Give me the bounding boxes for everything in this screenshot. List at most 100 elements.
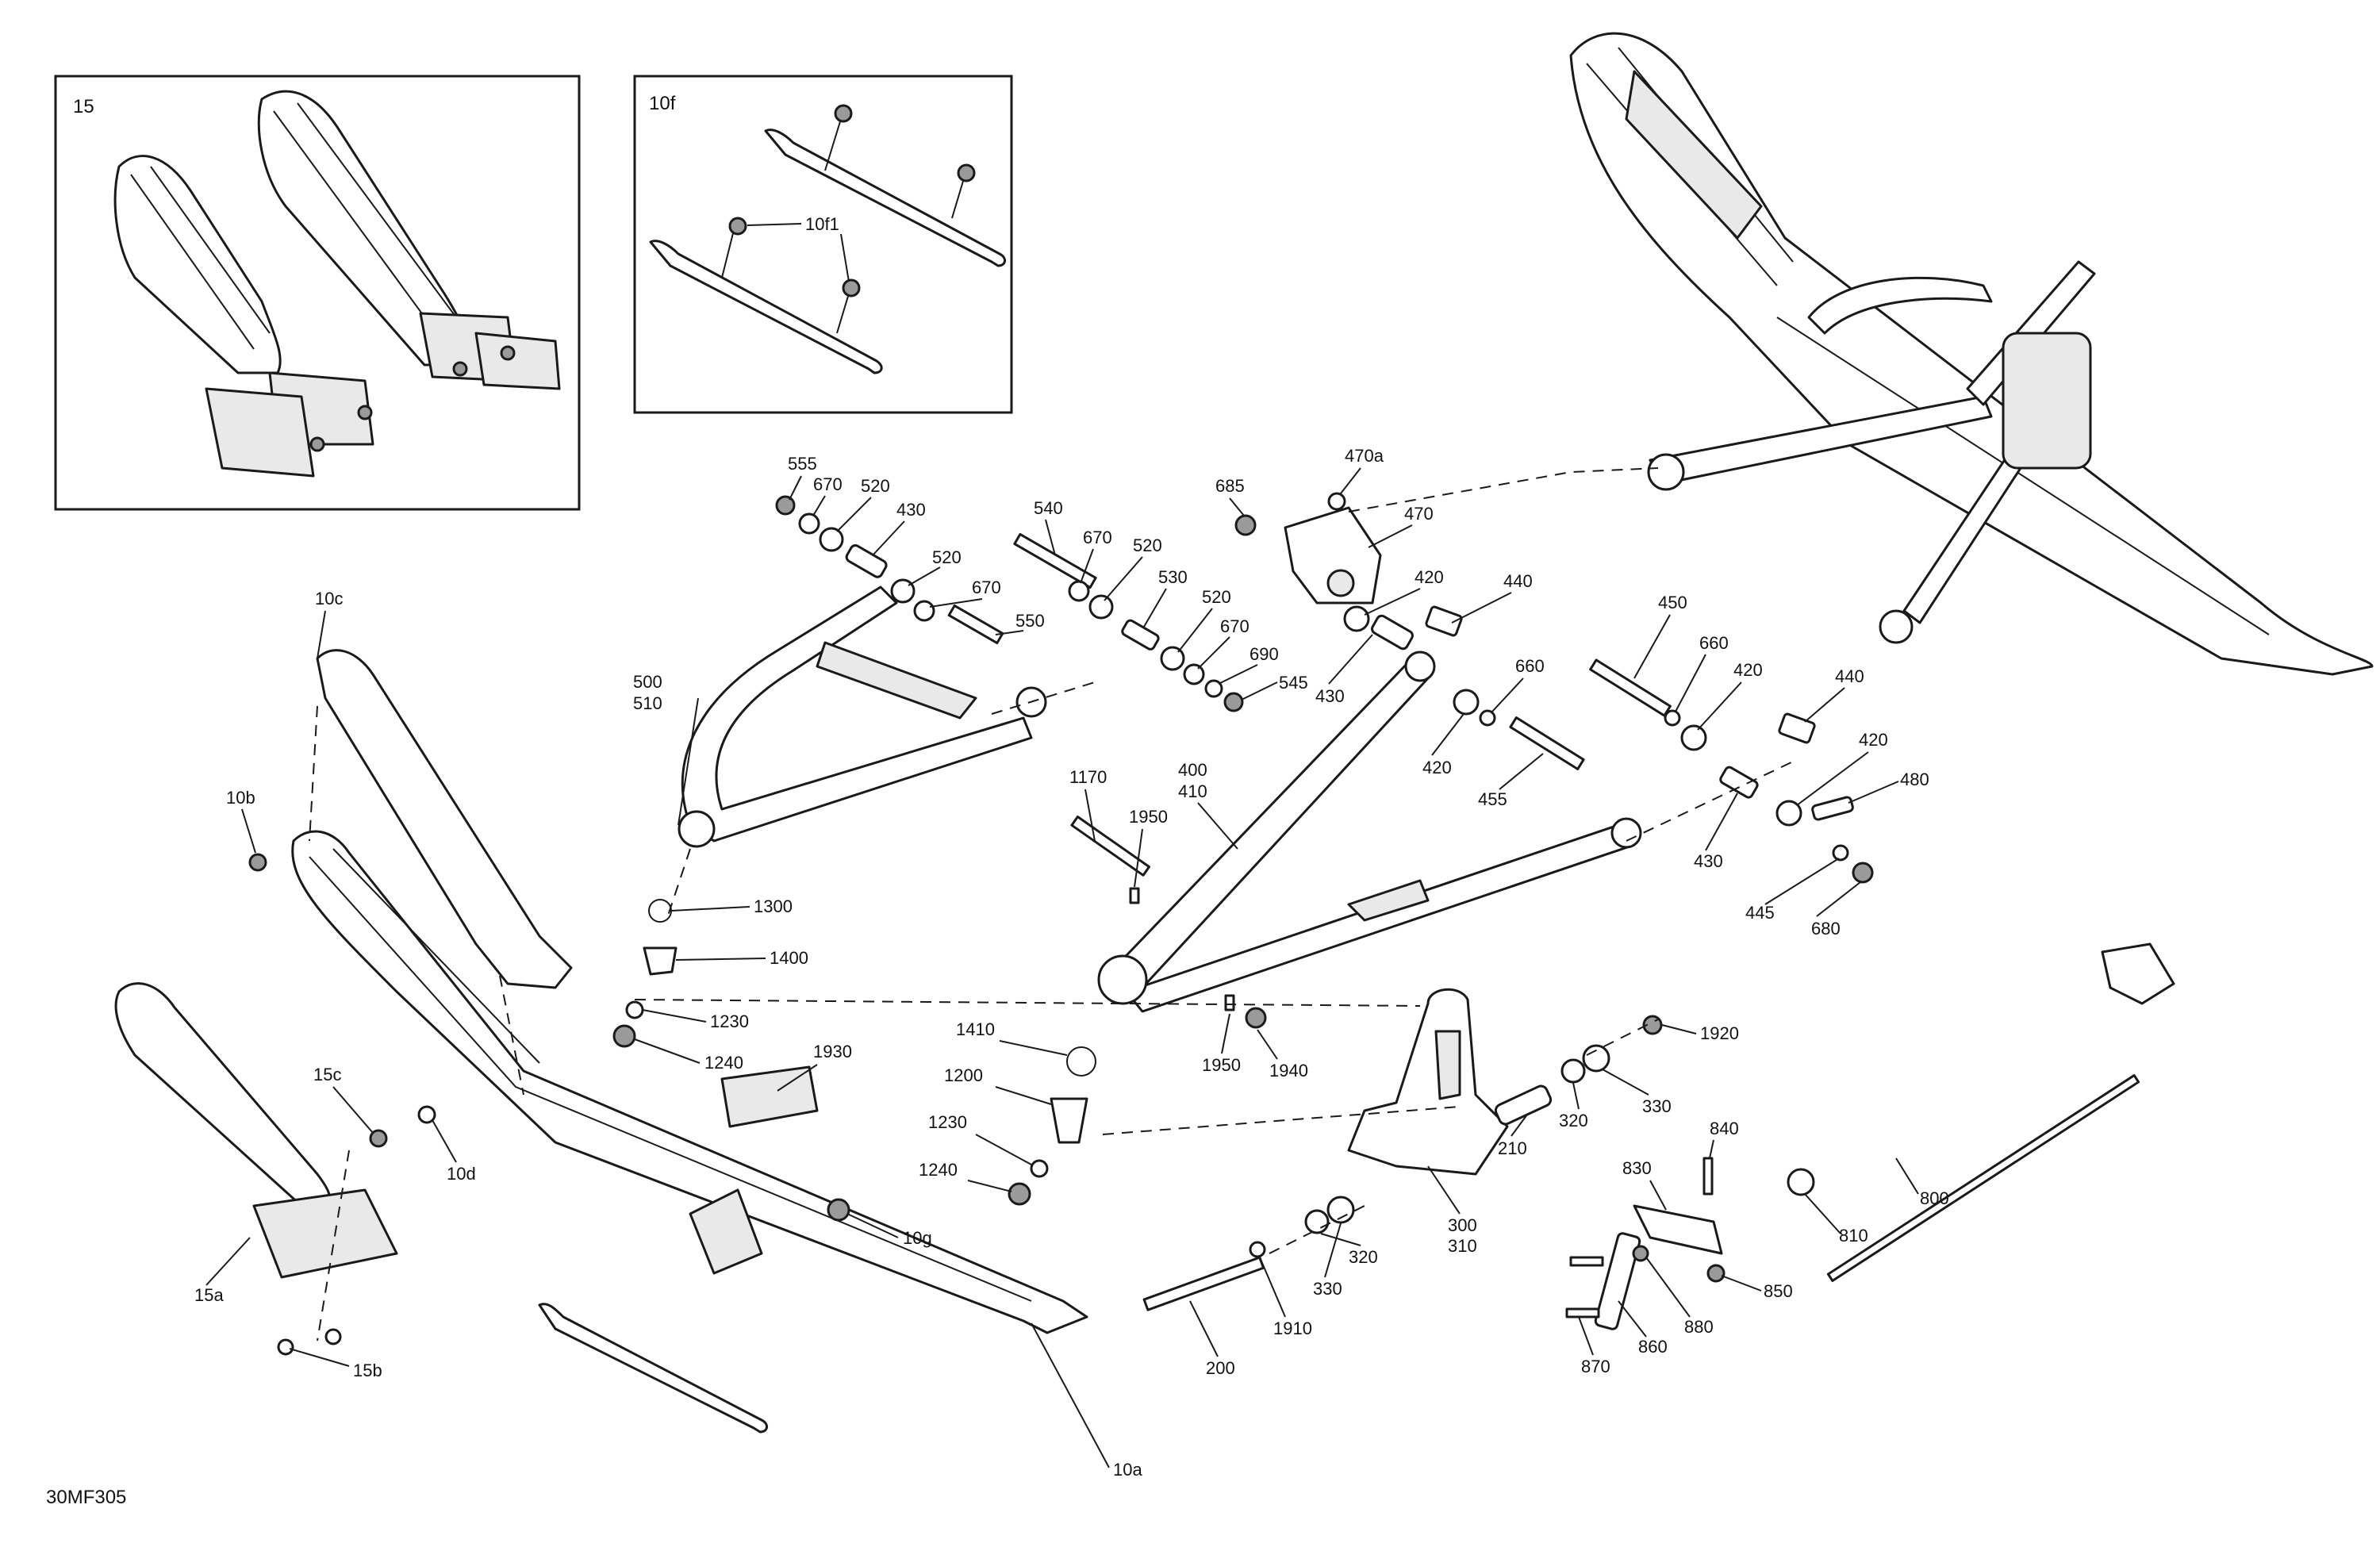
ski-10a-insert [689,1188,763,1275]
left-exploded-ski [114,649,1088,1434]
lower-arm-hardware [1070,605,1874,1029]
callout-545: 545 [1279,673,1308,693]
nut-1240-a [612,1024,636,1048]
shock-bracket [1234,492,1382,605]
callout-810: 810 [1839,1226,1868,1246]
ring-1300 [648,899,672,923]
callout-420: 420 [1415,567,1444,587]
callout-800: 800 [1920,1188,1949,1208]
callout-1240: 1240 [919,1160,958,1180]
lower-a-arm-pivot-front [1404,651,1436,682]
callout-685: 685 [1215,476,1245,496]
nut-1940 [1245,1007,1267,1029]
callout-660: 660 [1515,656,1545,676]
callout-420: 420 [1422,758,1452,777]
bracket-470 [1284,506,1382,605]
runner-nut-b [957,163,976,182]
tie-rod-end [2101,942,2175,1005]
callout-670: 670 [1220,616,1250,636]
callout-1950: 1950 [1202,1055,1241,1075]
callout-420: 420 [1733,660,1763,680]
callout-410: 410 [1178,781,1207,801]
callout-670: 670 [813,474,843,494]
callout-15b: 15b [353,1361,382,1380]
callout-310: 310 [1448,1236,1477,1256]
inset-15-label: 15 [73,96,94,117]
nut-680 [1852,862,1874,884]
assembled-ski-suspension [1569,32,2374,676]
bushing-520-b [890,578,916,604]
bolt-550 [947,604,1004,645]
runner-upper [764,129,1006,267]
sleeve-530 [1121,619,1160,651]
bolt-10d [417,1105,436,1124]
ski-protector-right-ribs [273,102,457,334]
leader-lines [205,467,1919,1468]
callout-450: 450 [1658,593,1687,612]
bushing-420-d [1775,800,1802,827]
callout-445: 445 [1745,903,1775,923]
plate-860 [1594,1232,1641,1330]
callout-1910: 1910 [1273,1318,1312,1338]
inset-15-nut-a [309,436,325,452]
assembly-lines [309,467,1794,1341]
lower-a-arm-balljoint-cup [1097,954,1148,1005]
callout-470: 470 [1404,504,1434,524]
bolt-10b [248,853,267,872]
callout-555: 555 [788,454,817,474]
callout-520: 520 [1202,587,1231,607]
callout-690: 690 [1250,644,1279,664]
bolt-200 [1142,1256,1265,1311]
figure-id: 30MF305 [46,1487,126,1508]
link-480 [1811,796,1854,821]
bushing-320-a [1560,1058,1586,1084]
callout-1230: 1230 [710,1011,749,1031]
cotter-1950-b [1224,994,1235,1011]
callout-10c: 10c [315,589,343,608]
bracket-470-hole [1326,569,1355,597]
ski-10a-ribs [309,848,1032,1302]
callout-550: 550 [1015,611,1045,631]
assembled-bushing-a [1647,453,1685,491]
callout-420: 420 [1859,730,1888,750]
nut-880 [1632,1245,1649,1262]
callout-430: 430 [1315,686,1345,706]
callout-15a: 15a [194,1285,224,1305]
inset-10f-frame [633,75,1013,414]
washer-670-c [1068,580,1090,602]
bolt-450 [1589,658,1672,717]
callout-540: 540 [1034,498,1063,518]
upper-a-arm-gusset [816,641,977,720]
spindle [1142,988,1663,1311]
callout-660: 660 [1699,633,1729,653]
bushing-330-b [1326,1196,1355,1224]
inset-15: 15 [54,75,581,511]
callout-680: 680 [1811,919,1841,938]
steering-linkage [1565,942,2175,1330]
callout-430: 430 [896,500,926,520]
callout-850: 850 [1764,1281,1793,1301]
callout-670: 670 [972,578,1001,597]
stopper-1930 [720,1065,819,1128]
callout-520: 520 [861,476,890,496]
washer-670-a [798,512,820,535]
bushing-520-d [1160,646,1185,671]
bushing-320-b [1304,1209,1330,1234]
callout-210: 210 [1498,1138,1527,1158]
protector-15a [114,982,331,1207]
bolt-540 [1013,532,1097,589]
callout-470a: 470a [1345,446,1384,466]
callout-400: 400 [1178,760,1207,780]
callout-1950: 1950 [1129,807,1168,827]
bolt-455 [1509,716,1585,770]
callout-480: 480 [1900,770,1929,789]
callout-200: 200 [1206,1358,1235,1378]
assembled-upper-arm [1807,276,1993,335]
callout-880: 880 [1684,1317,1714,1337]
inset-15-nut-b [357,405,373,420]
callout-330: 330 [1642,1096,1672,1116]
runner-nut-d [842,278,861,297]
lower-a-arm [1097,651,1642,1013]
rod-end-810 [1787,1168,1815,1196]
